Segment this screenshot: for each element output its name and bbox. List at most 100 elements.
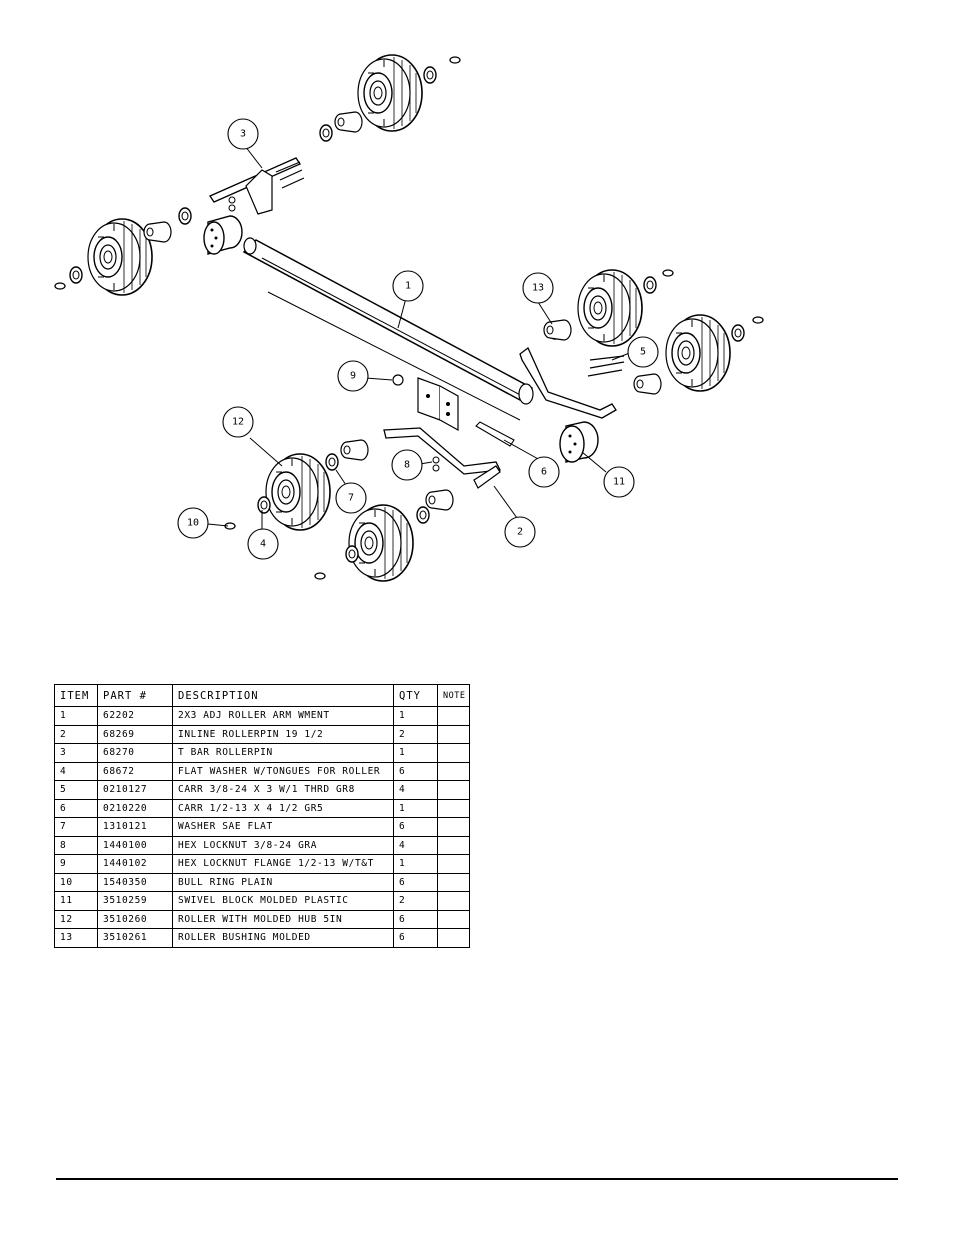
cell-qty: 1 xyxy=(393,798,438,818)
roller-bottom xyxy=(348,504,414,582)
cell-qty: 6 xyxy=(393,817,438,837)
callout-11: 11 xyxy=(613,477,625,488)
cell-part: 1310121 xyxy=(97,817,173,837)
roller-bottom-left xyxy=(265,453,331,531)
cell-qty: 1 xyxy=(393,854,438,874)
cell-part: 68269 xyxy=(97,724,173,744)
cell-note xyxy=(437,909,470,929)
cell-description: 2X3 ADJ ROLLER ARM WMENT xyxy=(172,706,394,726)
cell-description: SWIVEL BLOCK MOLDED PLASTIC xyxy=(172,891,394,911)
cell-note xyxy=(437,743,470,763)
cell-item: 1 xyxy=(54,706,98,726)
cell-part: 68672 xyxy=(97,761,173,781)
cell-item: 11 xyxy=(54,891,98,911)
cell-description: BULL RING PLAIN xyxy=(172,872,394,892)
cell-item: 5 xyxy=(54,780,98,800)
table-header-row: ITEM PART # DESCRIPTION QTY NOTE xyxy=(54,684,470,707)
header-description: DESCRIPTION xyxy=(172,684,394,707)
callout-1: 1 xyxy=(405,281,411,292)
callout-13: 13 xyxy=(532,283,544,294)
callout-5: 5 xyxy=(640,347,646,358)
cell-description: WASHER SAE FLAT xyxy=(172,817,394,837)
cell-description: CARR 3/8-24 X 3 W/1 THRD GR8 xyxy=(172,780,394,800)
header-part: PART # xyxy=(97,684,173,707)
cell-item: 9 xyxy=(54,854,98,874)
swivel-block-lower xyxy=(559,421,599,463)
callout-4: 4 xyxy=(260,539,266,550)
cell-part: 0210220 xyxy=(97,798,173,818)
cell-item: 13 xyxy=(54,928,98,948)
cell-note xyxy=(437,835,470,855)
cell-description: CARR 1/2-13 X 4 1/2 GR5 xyxy=(172,798,394,818)
cell-item: 3 xyxy=(54,743,98,763)
cell-qty: 1 xyxy=(393,706,438,726)
footer-rule xyxy=(56,1178,898,1180)
cell-item: 2 xyxy=(54,724,98,744)
cell-note xyxy=(437,854,470,874)
cell-note xyxy=(437,724,470,744)
inline-rollerpin-right xyxy=(519,346,617,419)
cell-description: HEX LOCKNUT 3/8-24 GRA xyxy=(172,835,394,855)
cell-part: 0210127 xyxy=(97,780,173,800)
cell-note xyxy=(437,817,470,837)
callout-2: 2 xyxy=(517,527,523,538)
cell-note xyxy=(437,928,470,948)
roller-right-upper xyxy=(577,269,643,347)
cell-note xyxy=(437,780,470,800)
swivel-block-upper xyxy=(203,215,243,255)
cell-item: 7 xyxy=(54,817,98,837)
cell-qty: 2 xyxy=(393,724,438,744)
cell-part: 1440102 xyxy=(97,854,173,874)
cell-qty: 6 xyxy=(393,761,438,781)
cell-part: 1540350 xyxy=(97,872,173,892)
callout-6: 6 xyxy=(541,467,547,478)
header-item: ITEM xyxy=(54,684,98,707)
cell-description: FLAT WASHER W/TONGUES FOR ROLLER xyxy=(172,761,394,781)
cell-description: HEX LOCKNUT FLANGE 1/2-13 W/T&T xyxy=(172,854,394,874)
cell-item: 12 xyxy=(54,909,98,929)
cell-qty: 4 xyxy=(393,780,438,800)
header-note: NOTE xyxy=(437,684,470,707)
cell-note xyxy=(437,872,470,892)
roller-right-lower xyxy=(665,314,731,392)
header-qty: QTY xyxy=(393,684,438,707)
callout-3: 3 xyxy=(240,129,246,140)
cell-part: 62202 xyxy=(97,706,173,726)
callout-9: 9 xyxy=(350,371,356,382)
cell-part: 1440100 xyxy=(97,835,173,855)
cell-item: 4 xyxy=(54,761,98,781)
cell-qty: 1 xyxy=(393,743,438,763)
cell-part: 3510259 xyxy=(97,891,173,911)
cell-qty: 6 xyxy=(393,909,438,929)
cell-part: 3510261 xyxy=(97,928,173,948)
cell-part: 3510260 xyxy=(97,909,173,929)
cell-qty: 2 xyxy=(393,891,438,911)
callout-7: 7 xyxy=(348,493,354,504)
cell-part: 68270 xyxy=(97,743,173,763)
cell-description: ROLLER WITH MOLDED HUB 5IN xyxy=(172,909,394,929)
t-bar-rollerpin xyxy=(209,157,305,215)
cell-qty: 6 xyxy=(393,872,438,892)
cell-qty: 6 xyxy=(393,928,438,948)
cell-item: 8 xyxy=(54,835,98,855)
roller-arm-tube xyxy=(242,237,534,432)
cell-qty: 4 xyxy=(393,835,438,855)
cell-note xyxy=(437,798,470,818)
cell-description: INLINE ROLLERPIN 19 1/2 xyxy=(172,724,394,744)
callout-12: 12 xyxy=(232,417,244,428)
cell-item: 6 xyxy=(54,798,98,818)
